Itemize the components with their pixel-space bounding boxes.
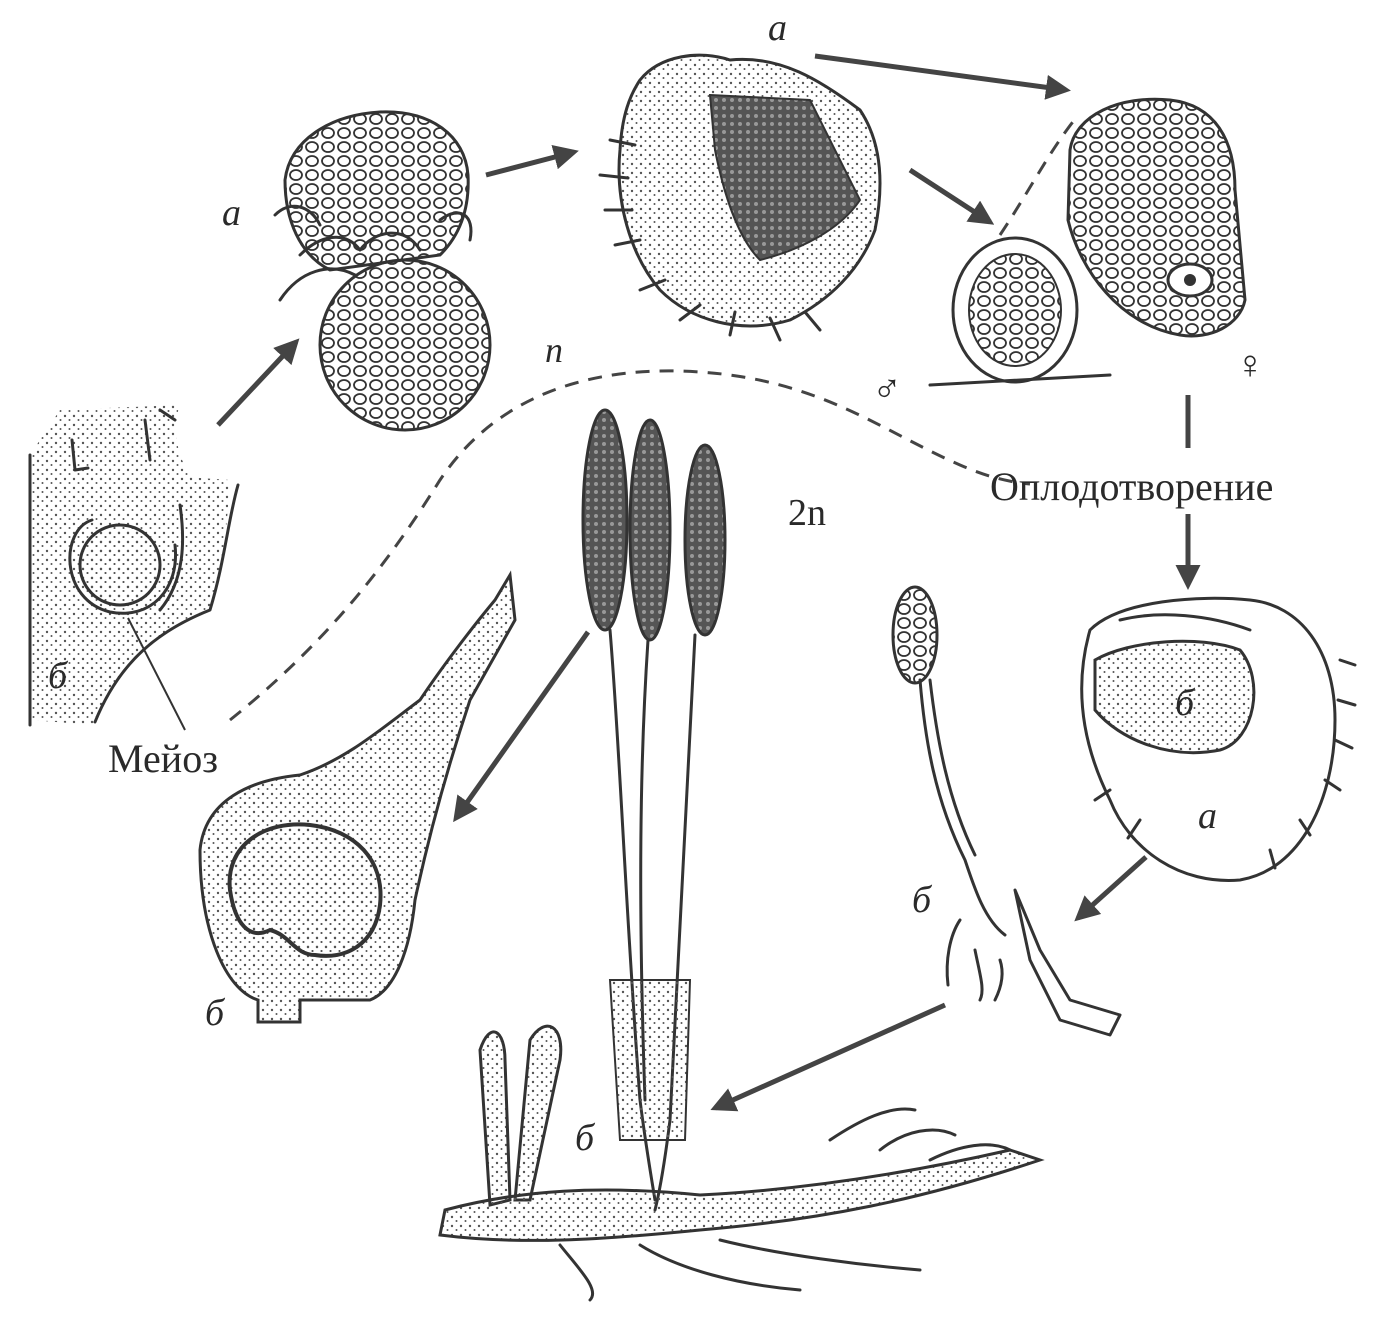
label-meiosis: Мейоз xyxy=(108,736,218,781)
arrow-prothallus-to-male xyxy=(910,170,990,222)
label-diploid-2n: 2n xyxy=(788,492,826,534)
arrow-prothallus-to-female xyxy=(815,56,1066,90)
arrow-spore-to-prothallus xyxy=(486,152,574,175)
label-b-seedling: б xyxy=(912,879,933,921)
label-b-embryo: б xyxy=(1175,682,1196,724)
embryo-drawing xyxy=(1082,598,1355,880)
arrow-embryo-to-seedling xyxy=(1078,857,1146,918)
mature-plant-drawing xyxy=(440,410,1040,1300)
label-b-section: б xyxy=(48,655,69,697)
arrow-sporangium-to-spore xyxy=(218,342,296,425)
female-symbol: ♀ xyxy=(1235,342,1265,387)
label-a-spore: а xyxy=(222,192,241,234)
spore-drawing xyxy=(275,112,490,430)
prothallus-drawing xyxy=(600,55,880,340)
label-b-plant: б xyxy=(575,1117,596,1159)
label-a-prothallus: а xyxy=(768,7,787,49)
label-haploid-n: n xyxy=(545,330,563,370)
sperm-path-line xyxy=(1000,118,1076,235)
label-b-sporangium: б xyxy=(205,992,226,1034)
male-symbol: ♂ xyxy=(872,366,902,411)
arrow-seedling-to-plant xyxy=(715,1005,945,1108)
archegonium-drawing xyxy=(1068,99,1245,336)
label-a-young: а xyxy=(1198,795,1217,837)
label-fertilization: Оплодотворение xyxy=(990,464,1273,509)
